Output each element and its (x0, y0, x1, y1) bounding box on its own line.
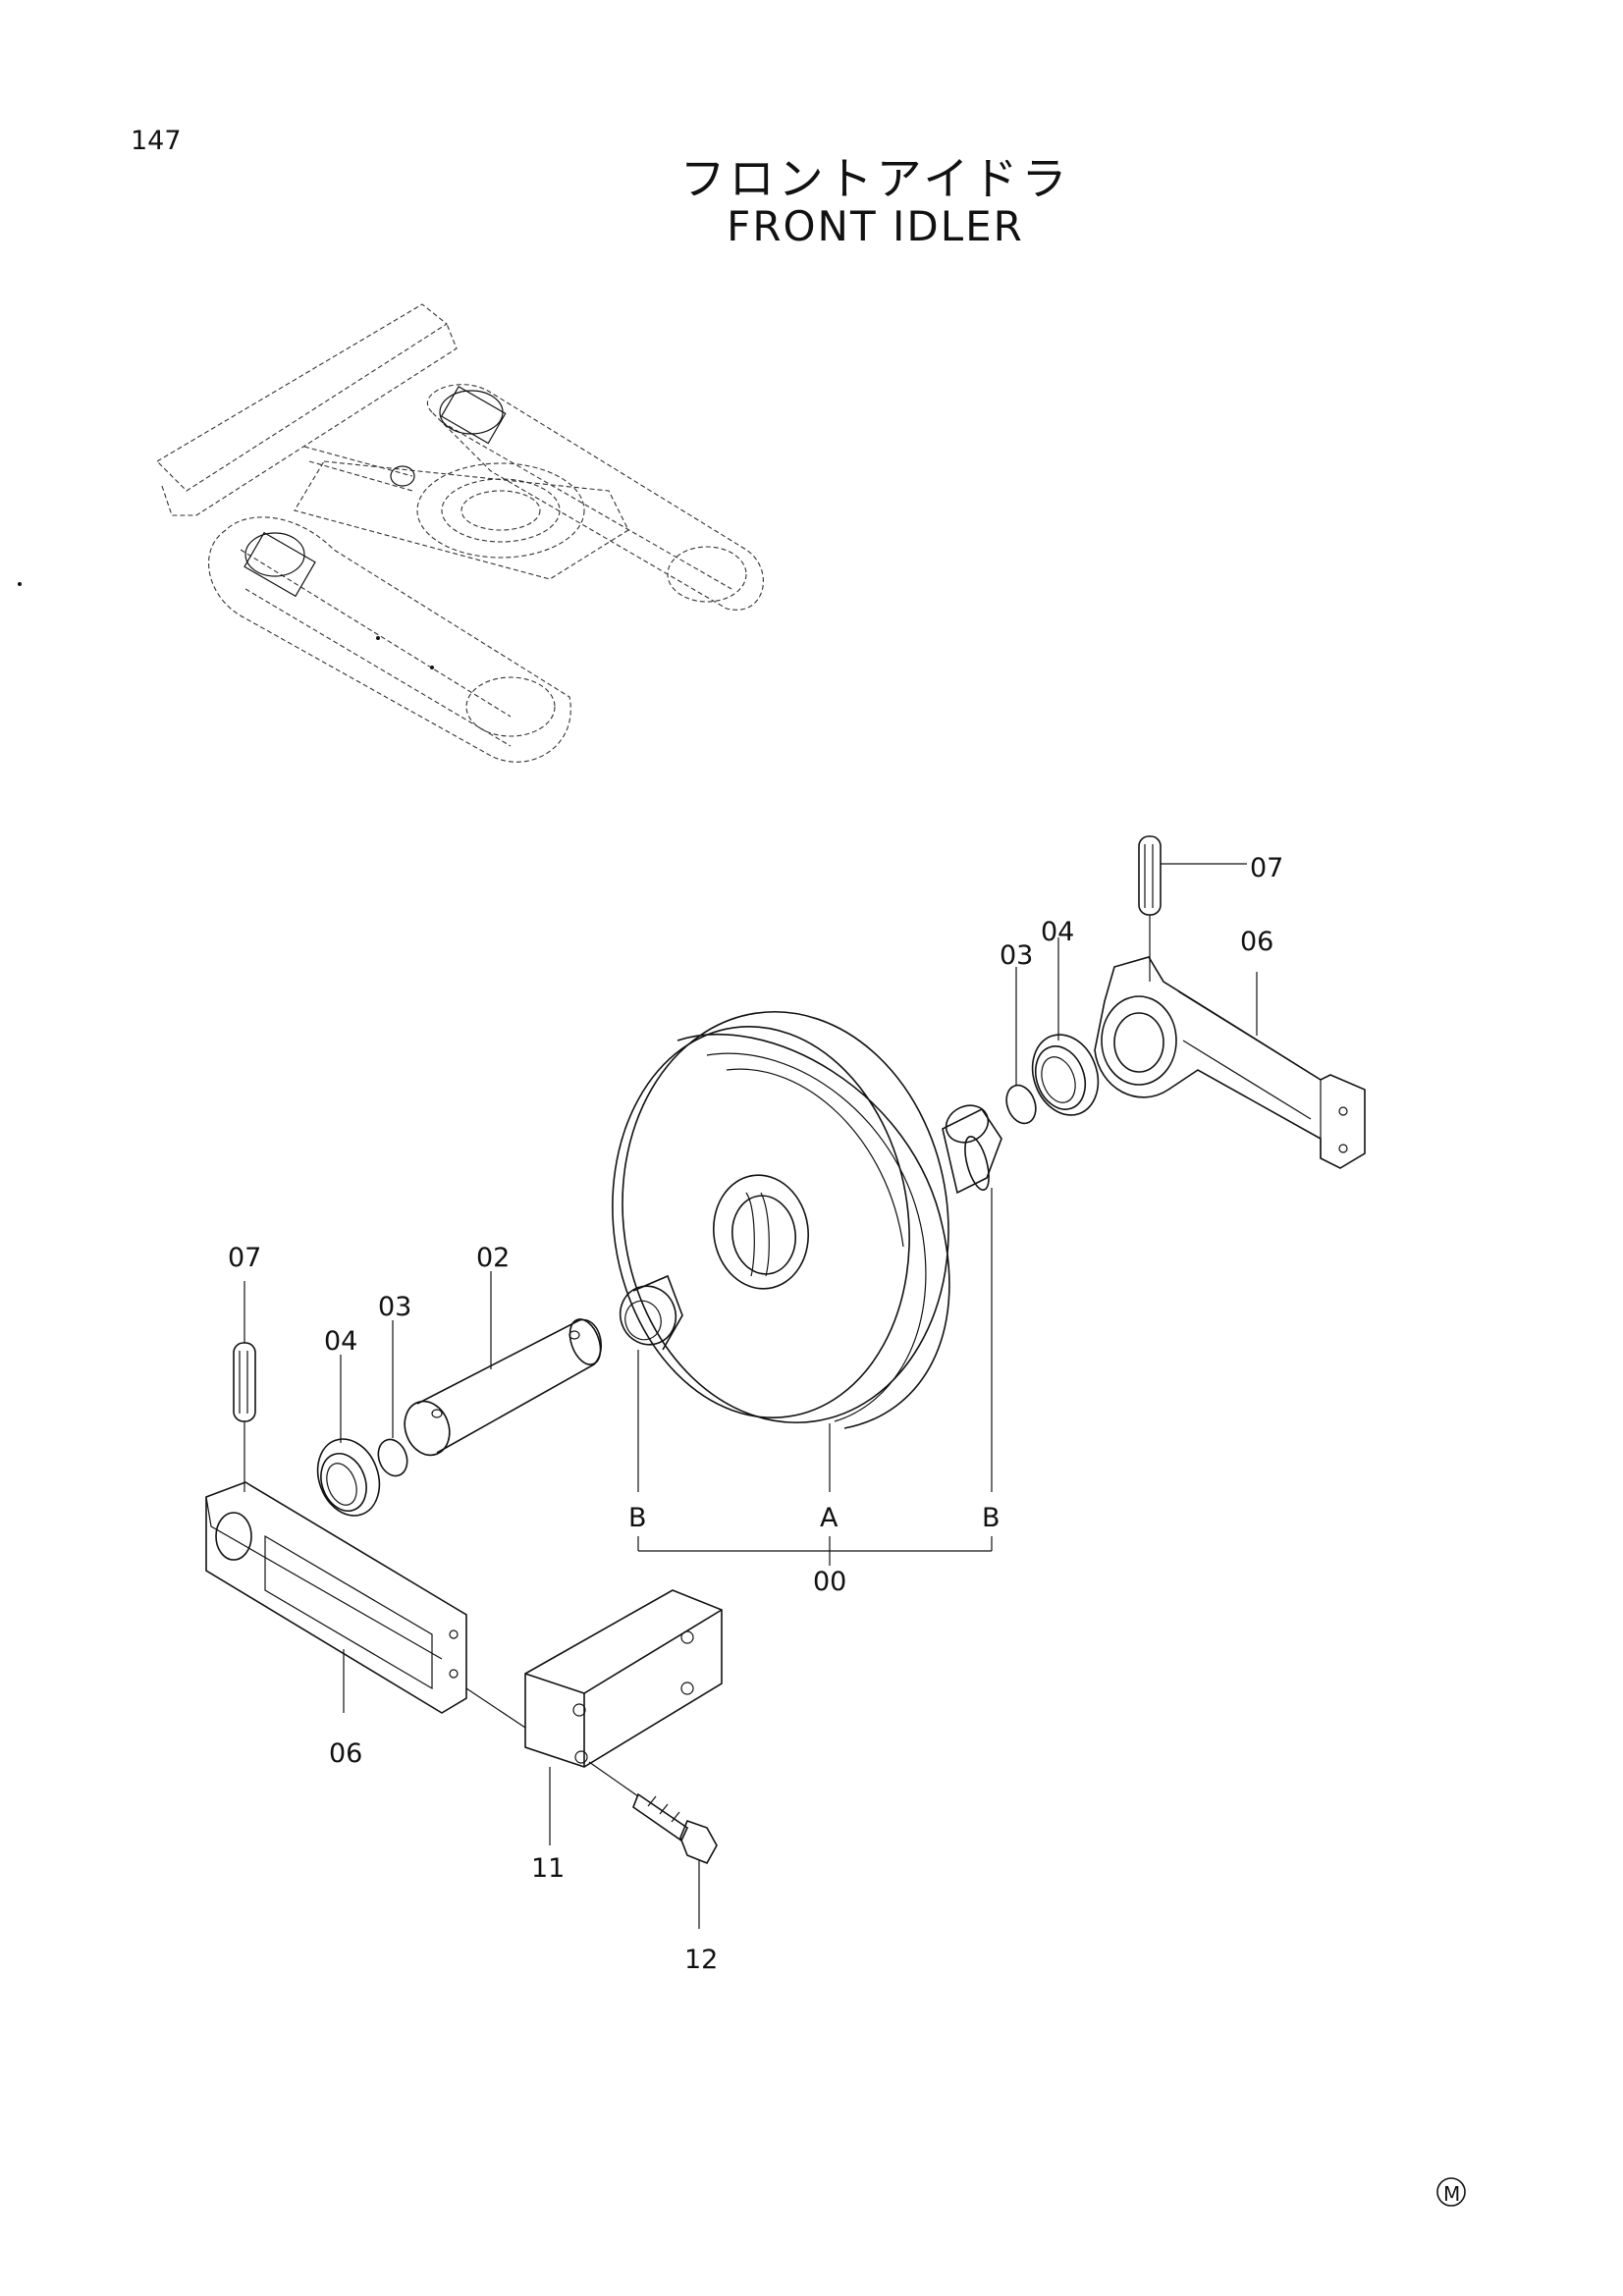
callout-b-left: B (628, 1503, 647, 1533)
callout-b-right: B (982, 1503, 1001, 1533)
idler-shaft (404, 1271, 603, 1457)
callout-11: 11 (531, 1853, 565, 1884)
idler-bracket-right (1094, 956, 1366, 1169)
undercarriage-overview (18, 303, 764, 763)
m-mark: M (1436, 2177, 1466, 2207)
hex-bolt (588, 1761, 718, 1929)
idler-wheel (612, 1010, 950, 1492)
svg-text:M: M (1443, 2182, 1460, 2206)
o-ring-right (1005, 967, 1037, 1125)
bushing-right (942, 1104, 1002, 1492)
callout-07-right: 07 (1250, 853, 1283, 883)
bushing-left (619, 1274, 683, 1492)
callout-06-right: 06 (1240, 927, 1273, 957)
floating-seal-left (316, 1355, 381, 1517)
callout-07-left: 07 (228, 1243, 261, 1273)
callout-04-left: 04 (324, 1326, 357, 1357)
assembly-bracket (637, 1536, 993, 1566)
callout-06-left: 06 (329, 1738, 362, 1769)
title-japanese: フロントアイドラ (679, 152, 1071, 205)
callout-02: 02 (476, 1243, 510, 1273)
spring-pin-right (1138, 835, 1247, 982)
title-english: FRONT IDLER (727, 202, 1024, 250)
callout-03-left: 03 (378, 1292, 411, 1322)
page-number: 147 (131, 126, 182, 156)
adjuster-block (524, 1589, 723, 1845)
floating-seal-right (1031, 937, 1100, 1116)
spring-pin-left (233, 1281, 256, 1492)
o-ring-left (377, 1320, 408, 1477)
callout-00: 00 (813, 1567, 846, 1597)
callout-03-right: 03 (1000, 940, 1033, 971)
callout-a: A (820, 1503, 839, 1533)
callout-12: 12 (684, 1945, 718, 1975)
idler-bracket-left (205, 1481, 526, 1729)
callout-04-right: 04 (1041, 917, 1074, 947)
